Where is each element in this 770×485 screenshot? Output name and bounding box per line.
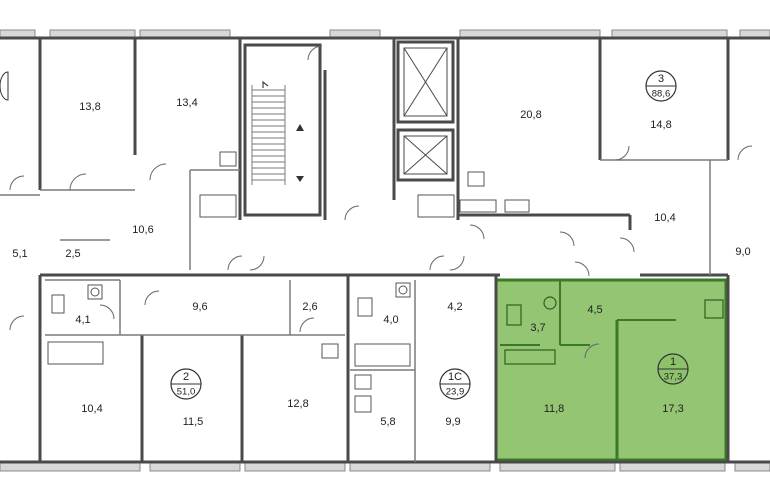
doors <box>9 45 753 359</box>
top-windows <box>0 29 770 39</box>
room-area-label: 4,2 <box>447 301 462 313</box>
apartment-badge-3[interactable]: 3 88,6 <box>645 70 677 102</box>
apartment-area: 23,9 <box>446 387 465 398</box>
apartment-1-highlight[interactable] <box>494 278 728 462</box>
room-area-label: 2,6 <box>302 301 317 313</box>
room-area-label: 5,1 <box>12 248 27 260</box>
partial-badge-left <box>0 71 9 101</box>
staircase <box>243 43 322 217</box>
elevators <box>396 40 455 182</box>
bottom-windows <box>0 461 770 472</box>
room-area-label: 4,5 <box>587 304 602 316</box>
apartment-area: 88,6 <box>652 89 671 100</box>
apartment-badge-2[interactable]: 2 51,0 <box>170 368 202 400</box>
room-area-label: 9,6 <box>192 301 207 313</box>
room-area-label: 14,8 <box>650 119 671 131</box>
apartment-badge-1c[interactable]: 1С 23,9 <box>439 368 471 400</box>
apartment-number: 2 <box>183 371 189 383</box>
room-labels: 13,8 13,4 20,8 14,8 5,1 2,5 10,6 10,4 9,… <box>12 97 750 428</box>
apartment-area: 37,3 <box>664 372 683 383</box>
bathroom-fixtures <box>47 151 530 413</box>
room-area-label: 17,3 <box>662 403 683 415</box>
room-area-label: 5,8 <box>380 416 395 428</box>
apartment-area: 51,0 <box>177 387 196 398</box>
apartment-number: 1С <box>448 371 462 383</box>
room-area-label: 9,9 <box>445 416 460 428</box>
room-area-label: 3,7 <box>530 322 545 334</box>
room-area-label: 13,8 <box>79 101 100 113</box>
room-area-label: 4,0 <box>383 314 398 326</box>
walls <box>0 36 770 464</box>
room-area-label: 10,4 <box>654 212 675 224</box>
room-area-label: 10,6 <box>132 224 153 236</box>
interior-lines <box>0 159 728 462</box>
room-area-label: 9,0 <box>735 246 750 258</box>
room-area-label: 4,1 <box>75 314 90 326</box>
apartment-badge-1[interactable]: 1 37,3 <box>657 353 689 385</box>
room-area-label: 11,8 <box>544 403 565 415</box>
room-area-label: 20,8 <box>520 109 541 121</box>
room-area-label: 10,4 <box>81 403 102 415</box>
apartment-number: 3 <box>658 73 664 85</box>
room-area-label: 11,5 <box>183 416 204 428</box>
room-area-label: 13,4 <box>176 97 197 109</box>
room-area-label: 2,5 <box>65 248 80 260</box>
room-area-label: 12,8 <box>287 398 308 410</box>
apartment-number: 1 <box>670 356 676 368</box>
